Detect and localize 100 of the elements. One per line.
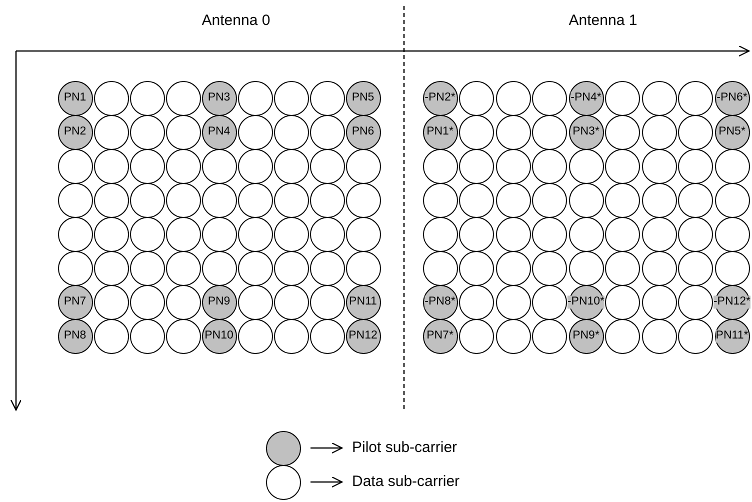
data-subcarrier-circle: [532, 182, 567, 218]
legend-text: Data sub-carrier: [352, 473, 460, 490]
pilot-subcarrier-circle: [422, 80, 458, 116]
data-subcarrier-circle: [202, 182, 236, 218]
data-subcarrier-circle: [58, 182, 92, 218]
data-subcarrier-circle: [202, 250, 236, 286]
pilot-subcarrier-circle: [568, 318, 604, 354]
data-subcarrier-circle: [346, 148, 380, 184]
data-subcarrier-circle: [422, 148, 458, 184]
data-subcarrier-circle: [568, 216, 604, 252]
data-subcarrier-circle: [166, 216, 200, 252]
data-subcarrier-circle: [459, 114, 494, 150]
data-subcarrier-circle: [130, 148, 164, 184]
data-subcarrier-circle: [568, 250, 604, 286]
data-subcarrier-circle: [310, 182, 344, 218]
data-subcarrier-circle: [714, 182, 750, 218]
data-subcarrier-circle: [642, 182, 676, 218]
data-subcarrier-circle: [642, 80, 676, 116]
pilot-subcarrier-circle: [714, 284, 750, 320]
data-subcarrier-circle: [532, 284, 567, 320]
data-subcarrier-circle: [496, 148, 530, 184]
data-subcarrier-circle: [58, 148, 92, 184]
data-subcarrier-circle: [94, 318, 128, 354]
data-subcarrier-circle: [605, 284, 640, 320]
data-subcarrier-circle: [459, 318, 494, 354]
pilot-label: -PN10*: [567, 296, 605, 308]
data-subcarrier-circle: [605, 318, 640, 354]
data-subcarrier-circle: [94, 114, 128, 150]
data-subcarrier-circle: [678, 216, 713, 252]
data-subcarrier-circle: [274, 284, 308, 320]
data-subcarrier-circle: [274, 250, 308, 286]
data-subcarrier-circle: [605, 148, 640, 184]
data-subcarrier-circle: [642, 250, 676, 286]
antenna-heading: Antenna 0: [202, 12, 270, 29]
data-subcarrier-circle: [678, 250, 713, 286]
data-subcarrier-circle: [532, 148, 567, 184]
data-subcarrier-circle: [532, 80, 567, 116]
data-subcarrier-circle: [166, 284, 200, 320]
data-subcarrier-circle: [532, 216, 567, 252]
pilot-subcarrier-circle: [202, 284, 236, 320]
pilot-label: PN11*: [716, 330, 748, 342]
pilot-subcarrier-circle: [568, 284, 604, 320]
arrow: [310, 476, 343, 488]
data-subcarrier-circle: [166, 182, 200, 218]
data-subcarrier-circle: [642, 148, 676, 184]
pilot-subcarrier-circle: [346, 284, 380, 320]
data-subcarrier-circle: [166, 80, 200, 116]
arrow: [310, 442, 343, 454]
data-subcarrier-circle: [166, 318, 200, 354]
data-subcarrier-circle: [496, 182, 530, 218]
pilot-subcarrier-circle: [714, 114, 750, 150]
data-subcarrier-circle: [94, 284, 128, 320]
pilot-subcarrier-circle: [266, 430, 300, 466]
data-subcarrier-circle: [346, 182, 380, 218]
data-subcarrier-circle: [274, 80, 308, 116]
data-subcarrier-circle: [532, 318, 567, 354]
pilot-subcarrier-circle: [568, 80, 604, 116]
pilot-subcarrier-circle: [58, 284, 92, 320]
data-subcarrier-circle: [238, 318, 272, 354]
data-subcarrier-circle: [166, 250, 200, 286]
data-subcarrier-circle: [310, 114, 344, 150]
data-subcarrier-circle: [238, 114, 272, 150]
pilot-label: -PN2*: [424, 92, 456, 104]
pilot-subcarrier-circle: [202, 80, 236, 116]
data-subcarrier-circle: [496, 80, 530, 116]
pilot-subcarrier-circle: [422, 284, 458, 320]
data-subcarrier-circle: [678, 182, 713, 218]
pilot-subcarrier-circle: [202, 114, 236, 150]
data-subcarrier-circle: [266, 464, 300, 500]
data-subcarrier-circle: [274, 318, 308, 354]
data-subcarrier-circle: [238, 216, 272, 252]
data-subcarrier-circle: [496, 318, 530, 354]
data-subcarrier-circle: [459, 216, 494, 252]
pilot-subcarrier-circle: [58, 80, 92, 116]
pilot-subcarrier-circle: [714, 318, 750, 354]
data-subcarrier-circle: [346, 250, 380, 286]
data-subcarrier-circle: [714, 216, 750, 252]
data-subcarrier-circle: [346, 216, 380, 252]
data-subcarrier-circle: [532, 250, 567, 286]
data-subcarrier-circle: [166, 114, 200, 150]
data-subcarrier-circle: [678, 148, 713, 184]
pilot-subcarrier-circle: [58, 318, 92, 354]
pilot-label: -PN8*: [424, 296, 456, 308]
data-subcarrier-circle: [422, 182, 458, 218]
data-subcarrier-circle: [94, 250, 128, 286]
data-subcarrier-circle: [238, 250, 272, 286]
data-subcarrier-circle: [310, 250, 344, 286]
data-subcarrier-circle: [642, 318, 676, 354]
data-subcarrier-circle: [678, 318, 713, 354]
data-subcarrier-circle: [496, 216, 530, 252]
data-subcarrier-circle: [459, 250, 494, 286]
data-subcarrier-circle: [568, 148, 604, 184]
data-subcarrier-circle: [714, 148, 750, 184]
pilot-subcarrier-circle: [422, 318, 458, 354]
pilot-subcarrier-circle: [202, 318, 236, 354]
data-subcarrier-circle: [642, 114, 676, 150]
data-subcarrier-circle: [94, 148, 128, 184]
antenna-heading: Antenna 1: [568, 12, 638, 29]
pilot-label: -PN12*: [713, 296, 751, 308]
data-subcarrier-circle: [238, 182, 272, 218]
